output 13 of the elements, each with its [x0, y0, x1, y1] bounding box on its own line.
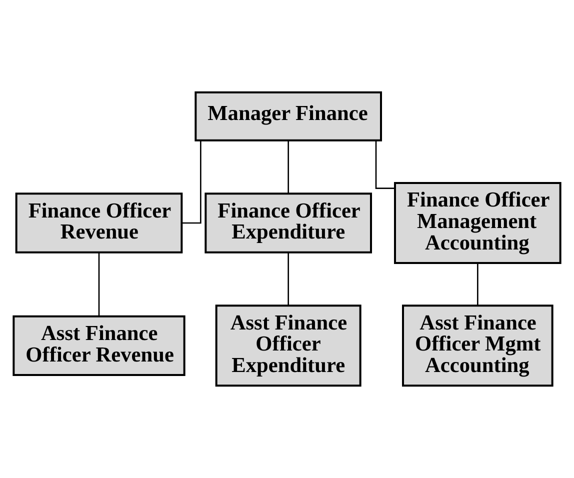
connector: [182, 140, 202, 224]
node-box: Finance Officer Expenditure: [204, 192, 372, 254]
connector: [375, 140, 395, 189]
node-box: Finance Officer Management Accounting: [394, 182, 562, 264]
connector: [98, 252, 100, 316]
node-box: Asst Finance Officer Revenue: [12, 315, 186, 376]
node-box: Manager Finance: [194, 91, 382, 142]
connector: [288, 252, 289, 306]
node-box: Finance Officer Revenue: [15, 192, 183, 254]
node-box: Asst Finance Officer Mgmt Accounting: [402, 304, 554, 387]
connector: [477, 263, 478, 306]
connector: [288, 140, 289, 194]
node-box: Asst Finance Officer Expenditure: [215, 304, 362, 387]
